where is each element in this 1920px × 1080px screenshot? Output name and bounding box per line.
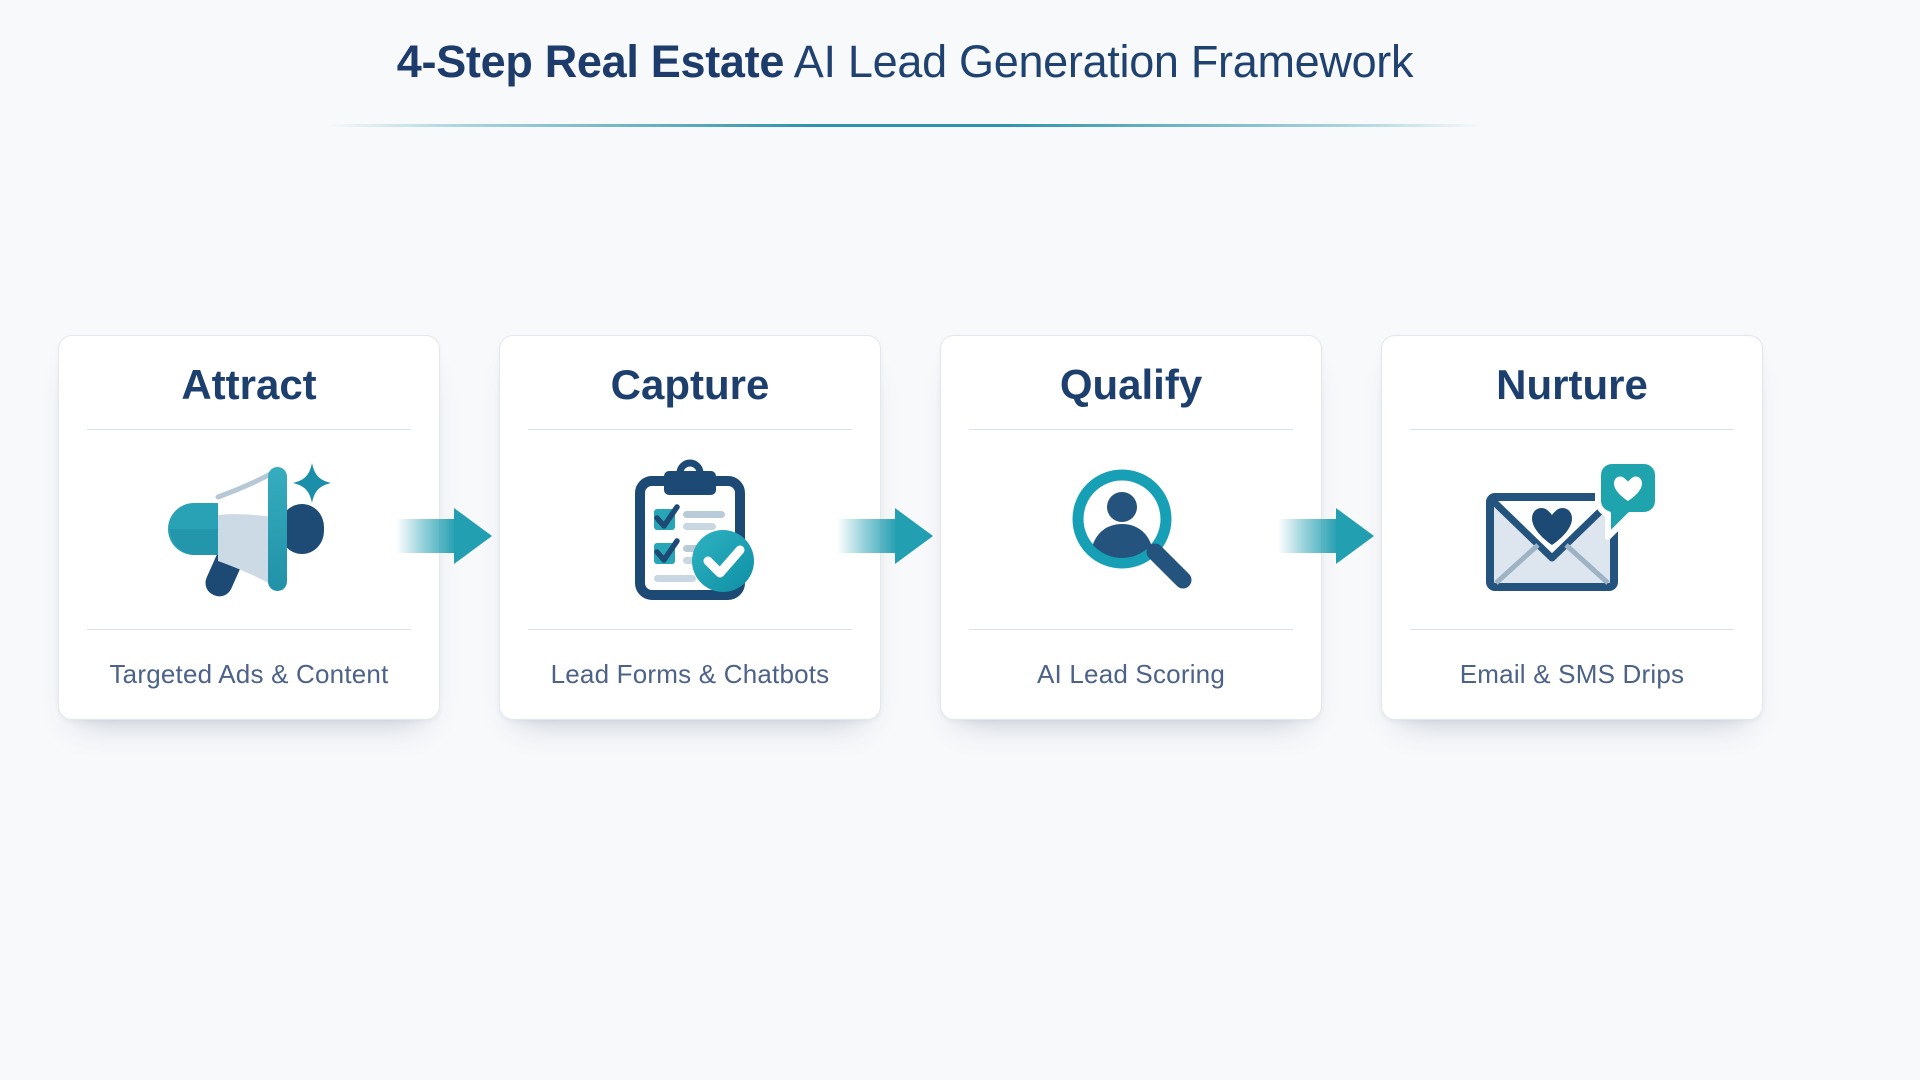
divider (969, 429, 1293, 430)
step-title: Capture (610, 360, 770, 408)
step-icon-area (941, 430, 1321, 629)
step-icon-area (500, 430, 880, 629)
step-subtitle: Targeted Ads & Content (109, 659, 389, 689)
step-card-nurture: Nurture Email & SMS Drips (1381, 335, 1763, 720)
divider (528, 629, 852, 630)
step-card-qualify: Qualify AI Lead Scoring (940, 335, 1322, 720)
divider (528, 429, 852, 430)
page-title: 4-Step Real Estate AI Lead Generation Fr… (0, 36, 1810, 88)
flow-arrow-icon (396, 508, 492, 564)
page-title-rest: AI Lead Generation Framework (784, 36, 1414, 87)
divider (969, 629, 1293, 630)
step-card-attract: Attract Targeted Ads & Content (58, 335, 440, 720)
step-subtitle: AI Lead Scoring (1036, 659, 1225, 689)
step-subtitle: Email & SMS Drips (1459, 659, 1685, 689)
divider (1410, 629, 1734, 630)
step-title: Qualify (1059, 360, 1203, 408)
step-subtitle: Lead Forms & Chatbots (550, 659, 830, 689)
step-card-capture: Capture Lead Forms & Chatbots (499, 335, 881, 720)
step-icon-area (59, 430, 439, 629)
divider (87, 429, 411, 430)
flow-arrow-icon (1278, 508, 1374, 564)
flow-arrow-icon (837, 508, 933, 564)
divider (87, 629, 411, 630)
clipboard-checklist-icon (635, 459, 754, 600)
step-title: Nurture (1496, 360, 1648, 408)
envelope-heart-chat-icon (1485, 458, 1661, 591)
step-title: Attract (181, 360, 317, 408)
step-icon-area (1382, 430, 1762, 629)
person-magnifier-icon (1072, 469, 1192, 589)
divider (1410, 429, 1734, 430)
title-underline (327, 124, 1483, 127)
framework-steps-row: Attract Targeted Ads & Content Capture (58, 335, 1763, 720)
page-header: 4-Step Real Estate AI Lead Generation Fr… (0, 36, 1810, 127)
megaphone-sparkle-icon (168, 463, 331, 597)
page-title-bold: 4-Step Real Estate (396, 36, 785, 87)
